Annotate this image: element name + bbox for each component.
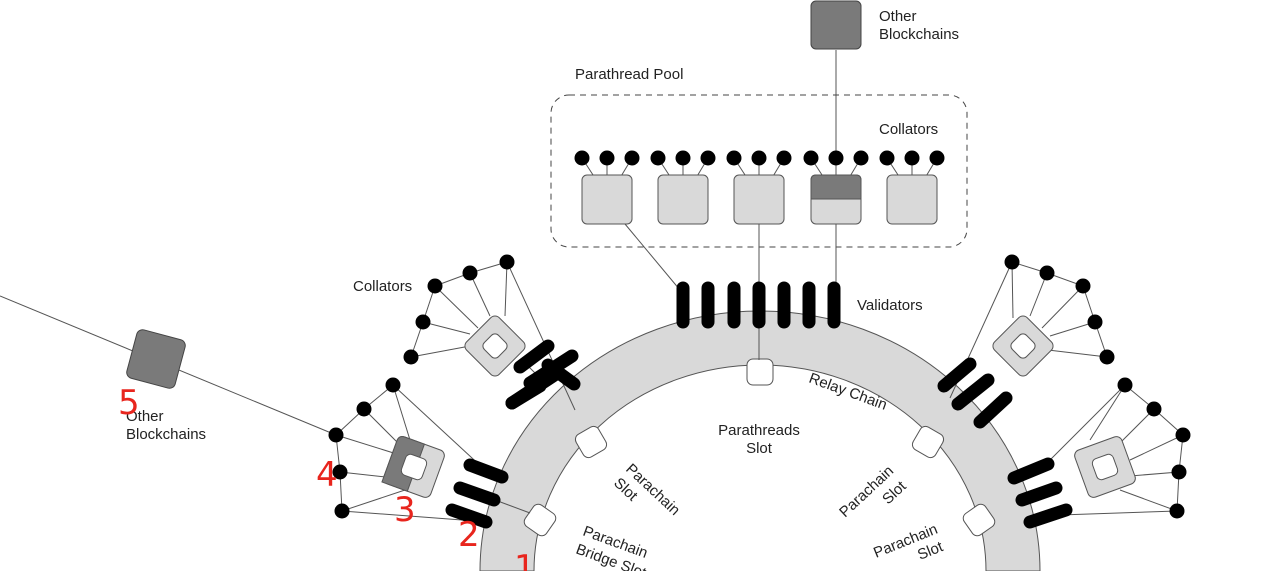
marker-1: 1 [514, 548, 536, 571]
parachain-right-lower-validators [1007, 457, 1073, 529]
validators [676, 281, 841, 329]
parathread-block-3 [733, 174, 785, 225]
parachain-left-lower-validators [445, 458, 509, 529]
marker-5: 5 [118, 383, 140, 423]
parachain-left-upper-collators [403, 254, 515, 365]
parathreads-slot-label-2: Slot [746, 440, 773, 457]
collators-left-label: Collators [353, 278, 412, 295]
parachain-right-upper-collators [1004, 254, 1115, 365]
other-blockchains-top-block [810, 0, 862, 50]
relay-slot-right-upper [911, 425, 945, 459]
parathread-block-5 [886, 174, 938, 225]
relay-slot-right-lower [962, 503, 996, 537]
parathread-pool-label: Parathread Pool [575, 66, 683, 83]
other-blockchains-left-block [126, 329, 186, 389]
marker-2: 2 [458, 515, 480, 555]
parachain-right-lower-collators [1117, 377, 1191, 519]
parachain-left-lower-block [381, 435, 445, 498]
relay-chain [479, 310, 1041, 571]
parachain-right-lower-block [1074, 436, 1136, 498]
other-blockchains-left-label-2: Blockchains [126, 426, 206, 443]
parachain-left-lower-collators [328, 377, 401, 519]
parathreads-slot-label-1: Parathreads [718, 422, 800, 439]
marker-4: 4 [316, 455, 338, 495]
relay-slot-left-upper [574, 425, 608, 459]
parathread-blocks [581, 174, 938, 225]
parachain-right-upper-validators [937, 357, 1013, 429]
parachain-left-upper-network [410, 261, 576, 411]
marker-3: 3 [394, 490, 416, 530]
validators-label: Validators [857, 297, 923, 314]
other-blockchains-top-label-1: Other [879, 8, 917, 25]
relay-slot-top [746, 358, 774, 386]
collators-pool-label: Collators [879, 121, 938, 138]
other-blockchains-left-label-1: Other [126, 408, 164, 425]
parachain-left-upper-block [464, 315, 526, 377]
other-blockchains-top-label-2: Blockchains [879, 26, 959, 43]
parathread-block-2 [657, 174, 709, 225]
parachain-right-upper-block [992, 315, 1054, 377]
pool-collator-dots [574, 150, 945, 166]
parachain-right-lower-network [1039, 384, 1184, 516]
parathread-block-1 [581, 174, 633, 225]
